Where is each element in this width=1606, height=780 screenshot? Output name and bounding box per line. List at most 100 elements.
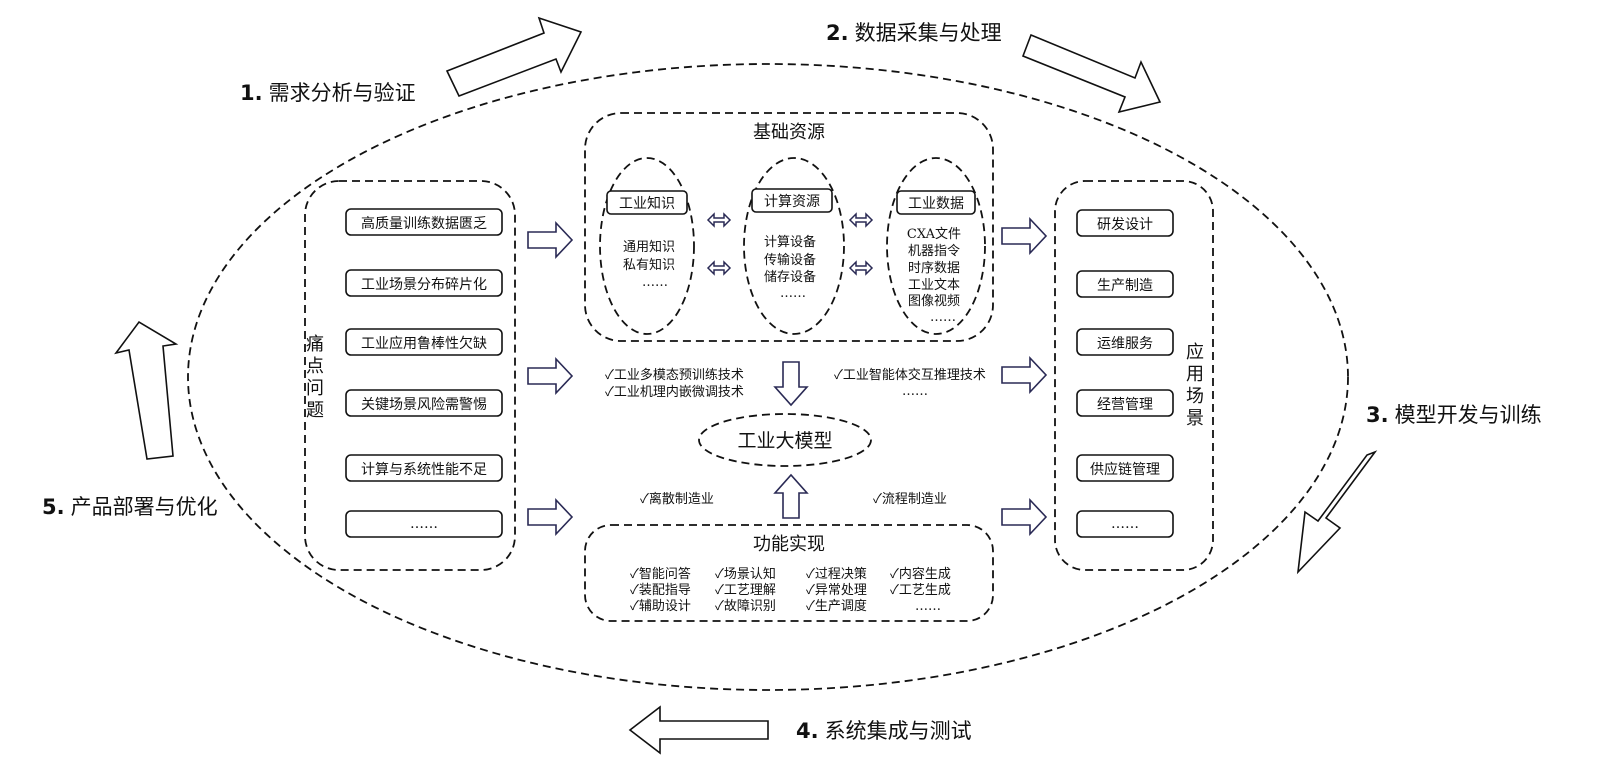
- svg-text:传输设备: 传输设备: [764, 252, 816, 268]
- svg-text:……: ……: [902, 384, 928, 399]
- pain-points-title: 痛 点 问 题: [306, 334, 324, 421]
- data-label: 工业数据: [896, 190, 976, 215]
- svg-text:私有知识: 私有知识: [623, 257, 675, 273]
- flow-arrow-right: [1001, 355, 1048, 395]
- svg-text:✓工业智能体交互推理技术: ✓工业智能体交互推理技术: [834, 367, 986, 383]
- svg-text:✓故障识别: ✓故障识别: [715, 599, 776, 614]
- pain-point-item: 计算与系统性能不足: [345, 454, 503, 482]
- flow-arrow-up: [773, 473, 809, 519]
- svg-text:✓装配指导: ✓装配指导: [630, 583, 691, 598]
- svg-text:工业场景分布碎片化: 工业场景分布碎片化: [361, 277, 487, 293]
- functions-title: 功能实现: [753, 534, 825, 555]
- svg-text:✓生产调度: ✓生产调度: [806, 598, 867, 614]
- svg-text:……: ……: [1111, 516, 1139, 532]
- svg-text:工业应用鲁棒性欠缺: 工业应用鲁棒性欠缺: [361, 335, 487, 352]
- scenarios-title: 应 用 场 景: [1186, 342, 1204, 429]
- svg-text:✓工业机理内嵌微调技术: ✓工业机理内嵌微调技术: [605, 384, 744, 400]
- pain-point-item: ……: [345, 510, 503, 538]
- svg-text:机器指令: 机器指令: [908, 244, 960, 259]
- stage4-label: 4.系统集成与测试: [796, 719, 972, 743]
- flow-arrow-right: [1001, 497, 1048, 537]
- stage2-arrow: [1021, 33, 1162, 114]
- techniques-left: ✓工业多模态预训练技术 ✓工业机理内嵌微调技术: [605, 367, 744, 400]
- knowledge-label: 工业知识: [606, 190, 688, 215]
- svg-text:✓辅助设计: ✓辅助设计: [630, 599, 691, 614]
- svg-text:经营管理: 经营管理: [1097, 397, 1153, 413]
- svg-text:运维服务: 运维服务: [1097, 336, 1153, 352]
- compute-list: 计算设备 传输设备 储存设备 ……: [764, 234, 816, 301]
- svg-text:✓异常处理: ✓异常处理: [806, 583, 867, 598]
- stage3-label: 3.模型开发与训练: [1366, 403, 1542, 427]
- flow-arrow-right: [527, 220, 574, 260]
- stage2-label: 2.数据采集与处理: [826, 21, 1002, 45]
- svg-text:✓智能问答: ✓智能问答: [630, 566, 691, 582]
- svg-text:……: ……: [642, 275, 668, 290]
- svg-text:……: ……: [915, 599, 941, 614]
- svg-text:工业文本: 工业文本: [908, 278, 960, 293]
- pain-points-panel: [304, 180, 516, 571]
- basic-resources-title: 基础资源: [753, 122, 825, 143]
- double-arrow-icon: [848, 212, 874, 228]
- scenario-item: 经营管理: [1076, 389, 1174, 417]
- svg-text:问: 问: [306, 378, 324, 399]
- functions-panel: [584, 524, 994, 622]
- pain-point-item: 工业应用鲁棒性欠缺: [345, 328, 503, 356]
- svg-text:✓工艺理解: ✓工艺理解: [715, 583, 776, 598]
- svg-text:场: 场: [1186, 386, 1204, 407]
- double-arrow-icon: [706, 260, 732, 276]
- svg-text:研发设计: 研发设计: [1097, 217, 1153, 233]
- functions-col-2: ✓场景认知 ✓工艺理解 ✓故障识别: [715, 566, 776, 614]
- data-ellipse: [886, 157, 986, 335]
- svg-text:点: 点: [306, 356, 324, 377]
- stage3-arrow: [1296, 450, 1378, 575]
- svg-text:供应链管理: 供应链管理: [1090, 461, 1160, 478]
- svg-text:高质量训练数据匮乏: 高质量训练数据匮乏: [361, 215, 487, 232]
- stage1-label: 1.需求分析与验证: [240, 81, 416, 105]
- discrete-manufacturing: ✓离散制造业: [640, 491, 714, 507]
- svg-text:✓工业多模态预训练技术: ✓工业多模态预训练技术: [605, 367, 744, 383]
- svg-text:用: 用: [1186, 364, 1204, 385]
- flow-arrow-right: [527, 497, 574, 537]
- double-arrow-icon: [848, 260, 874, 276]
- svg-text:关键场景风险需警惕: 关键场景风险需警惕: [361, 397, 487, 413]
- svg-text:……: ……: [410, 516, 438, 532]
- svg-text:时序数据: 时序数据: [908, 261, 960, 276]
- flow-arrow-right: [527, 356, 574, 396]
- basic-resources-panel: [584, 112, 994, 342]
- svg-text:……: ……: [930, 310, 956, 325]
- svg-text:计算与系统性能不足: 计算与系统性能不足: [361, 462, 487, 478]
- svg-text:景: 景: [1186, 408, 1204, 429]
- functions-col-4: ✓内容生成 ✓工艺生成 ……: [890, 566, 951, 614]
- compute-ellipse: [743, 157, 845, 335]
- stage4-arrow: [628, 705, 769, 755]
- techniques-right: ✓工业智能体交互推理技术 ……: [834, 367, 986, 399]
- knowledge-ellipse: [599, 157, 695, 335]
- svg-text:✓过程决策: ✓过程决策: [806, 566, 867, 582]
- svg-text:题: 题: [306, 400, 324, 421]
- svg-text:✓工艺生成: ✓工艺生成: [890, 583, 951, 598]
- scenario-item: ……: [1076, 510, 1174, 538]
- svg-text:计算资源: 计算资源: [764, 194, 820, 210]
- svg-text:储存设备: 储存设备: [764, 269, 816, 285]
- pain-point-item: 关键场景风险需警惕: [345, 389, 503, 417]
- pain-point-item: 高质量训练数据匮乏: [345, 208, 503, 236]
- core-model-label: 工业大模型: [737, 430, 832, 452]
- svg-text:应: 应: [1186, 342, 1204, 363]
- svg-text:图像视频: 图像视频: [908, 294, 960, 309]
- svg-text:痛: 痛: [306, 334, 324, 355]
- svg-text:✓内容生成: ✓内容生成: [890, 566, 951, 582]
- scenario-item: 运维服务: [1076, 328, 1174, 356]
- knowledge-list: 通用知识 私有知识 ……: [623, 239, 675, 290]
- stage1-arrow: [445, 16, 583, 98]
- svg-text:✓场景认知: ✓场景认知: [715, 566, 776, 582]
- svg-text:……: ……: [780, 286, 806, 301]
- data-list: CXA文件 机器指令 时序数据 工业文本 图像视频 ……: [907, 227, 961, 325]
- flow-arrow-down: [773, 361, 809, 407]
- functions-col-1: ✓智能问答 ✓装配指导 ✓辅助设计: [630, 566, 691, 614]
- scenario-item: 研发设计: [1076, 209, 1174, 237]
- functions-col-3: ✓过程决策 ✓异常处理 ✓生产调度: [806, 566, 867, 614]
- svg-text:计算设备: 计算设备: [764, 234, 816, 250]
- svg-text:工业数据: 工业数据: [908, 196, 964, 212]
- svg-text:生产制造: 生产制造: [1097, 278, 1153, 294]
- svg-text:CXA文件: CXA文件: [907, 227, 961, 242]
